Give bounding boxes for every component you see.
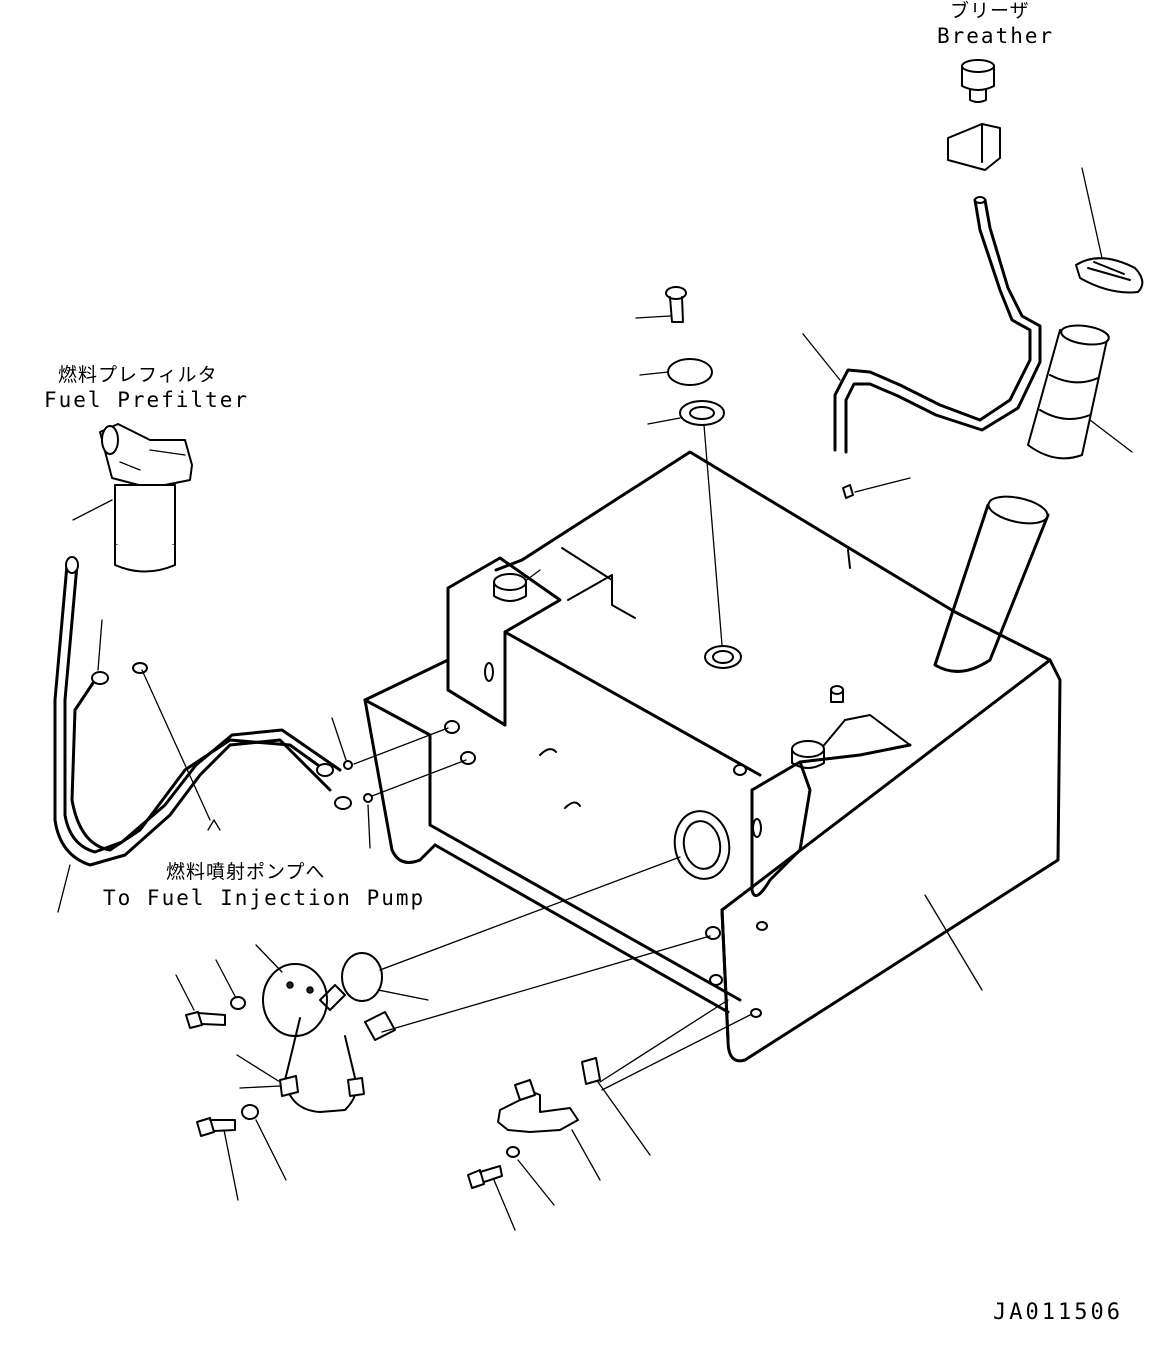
breather-assembly — [833, 59, 1144, 460]
fuel-prefilter-assembly — [53, 423, 373, 867]
prefilter-label-en: Fuel Prefilter — [44, 388, 250, 412]
drawing-number: JA011506 — [993, 1300, 1123, 1325]
fuel-tank — [363, 450, 1062, 1063]
leader-lines — [57, 167, 1133, 1231]
breather-label-en: Breather — [937, 24, 1055, 48]
injection-label-en: To Fuel Injection Pump — [103, 886, 426, 910]
prefilter-label-jp: 燃料プレフィルタ — [58, 364, 218, 386]
fuel-sender-assembly — [185, 952, 396, 1137]
injection-label-jp: 燃料噴射ポンプへ — [166, 861, 326, 883]
hose-bracket-assembly — [467, 1057, 601, 1189]
breather-label-jp: ブリーザ — [950, 0, 1030, 22]
gauge-plate-parts — [665, 286, 725, 426]
